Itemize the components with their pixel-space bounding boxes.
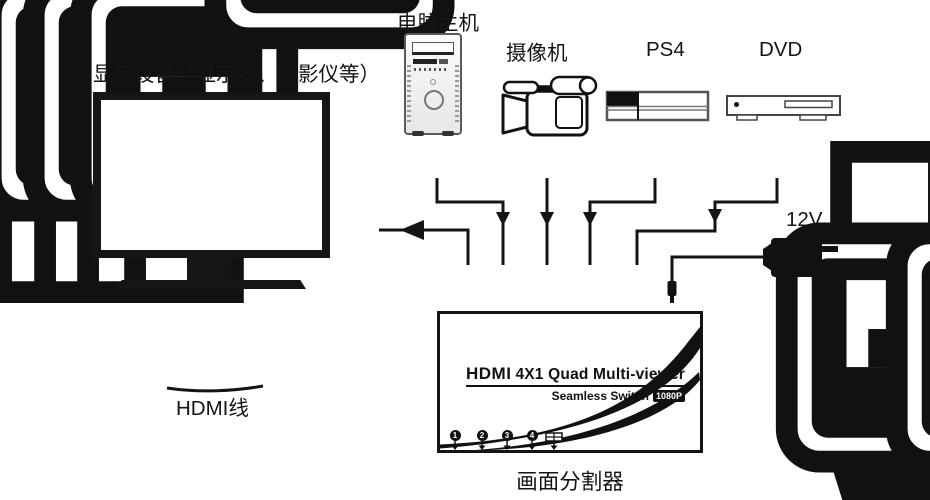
wire-hdmi-patch-cable — [166, 384, 264, 393]
multiviewer-subtitle-text: Seamless Switch — [551, 389, 649, 403]
hdmi-cable-label: HDMI线 — [176, 397, 249, 420]
signal-wires — [166, 178, 779, 393]
port-indicator-1: 1 — [449, 430, 461, 450]
monitor-icon — [93, 92, 330, 258]
multiviewer-subtitle: Seamless Switch 1080P — [466, 389, 686, 403]
pc-vent — [407, 65, 411, 125]
flow-arrows — [400, 209, 722, 240]
camera-label: 摄像机 — [506, 42, 568, 65]
pc-drive-bay — [413, 59, 437, 64]
wire-ps4-to-input3 — [588, 178, 657, 265]
pc-tower-icon — [404, 33, 462, 136]
flow-arrow-icon — [708, 209, 722, 223]
resolution-badge: 1080P — [653, 390, 686, 402]
hdmi-logo: HDMI — [466, 364, 512, 383]
monitor-stand-neck — [187, 257, 231, 281]
port-number: 4 — [526, 430, 538, 441]
down-arrow-icon — [550, 442, 558, 450]
pc-optical-drive — [412, 42, 454, 55]
flow-arrow-icon — [400, 220, 424, 240]
power-adapter-icon — [763, 238, 838, 277]
down-arrow-icon — [528, 441, 536, 450]
pc-ports — [414, 68, 446, 71]
computer-label: 电脑主机 — [397, 12, 479, 35]
pc-foot — [412, 131, 424, 136]
dvd-player-icon — [726, 95, 841, 121]
splitter-label: 画面分割器 — [516, 470, 624, 494]
monitor-stand-base — [116, 280, 306, 289]
ps4-label: PS4 — [646, 38, 685, 61]
wire-power — [670, 255, 766, 285]
down-arrow-icon — [478, 441, 486, 450]
quad-view-icon — [545, 432, 563, 442]
quad-view-indicator — [545, 432, 563, 450]
port-indicator-2: 2 — [476, 430, 488, 450]
pc-drive-bay — [439, 59, 448, 64]
pc-vent — [455, 65, 459, 125]
down-arrow-icon — [503, 441, 511, 450]
pc-foot — [442, 131, 454, 136]
swoosh-decoration — [440, 327, 700, 450]
down-arrow-icon — [451, 441, 459, 450]
dvd-label: DVD — [759, 38, 803, 61]
pc-led — [430, 79, 436, 85]
display-device-label: 显示设备（显示器、投影仪等） — [93, 63, 380, 86]
port-number: 3 — [501, 430, 513, 441]
port-indicator-4: 4 — [526, 430, 538, 450]
flow-arrow-icon — [583, 212, 597, 226]
ps4-console-icon — [605, 90, 710, 122]
power-label: 12V — [786, 208, 823, 231]
wire-dvd-to-input4 — [635, 178, 779, 265]
flow-arrow-icon — [496, 212, 510, 226]
wire-pc-to-input1 — [435, 178, 505, 265]
pc-power-button — [424, 90, 444, 110]
port-number: 1 — [449, 430, 461, 441]
port-number: 2 — [476, 430, 488, 441]
camcorder-icon — [501, 75, 598, 137]
port-indicator-3: 3 — [501, 430, 513, 450]
dc-plug-icon — [667, 281, 677, 303]
multiviewer-title-text: 4X1 Quad Multi-viewer — [515, 366, 686, 383]
flow-arrow-icon — [540, 212, 554, 226]
